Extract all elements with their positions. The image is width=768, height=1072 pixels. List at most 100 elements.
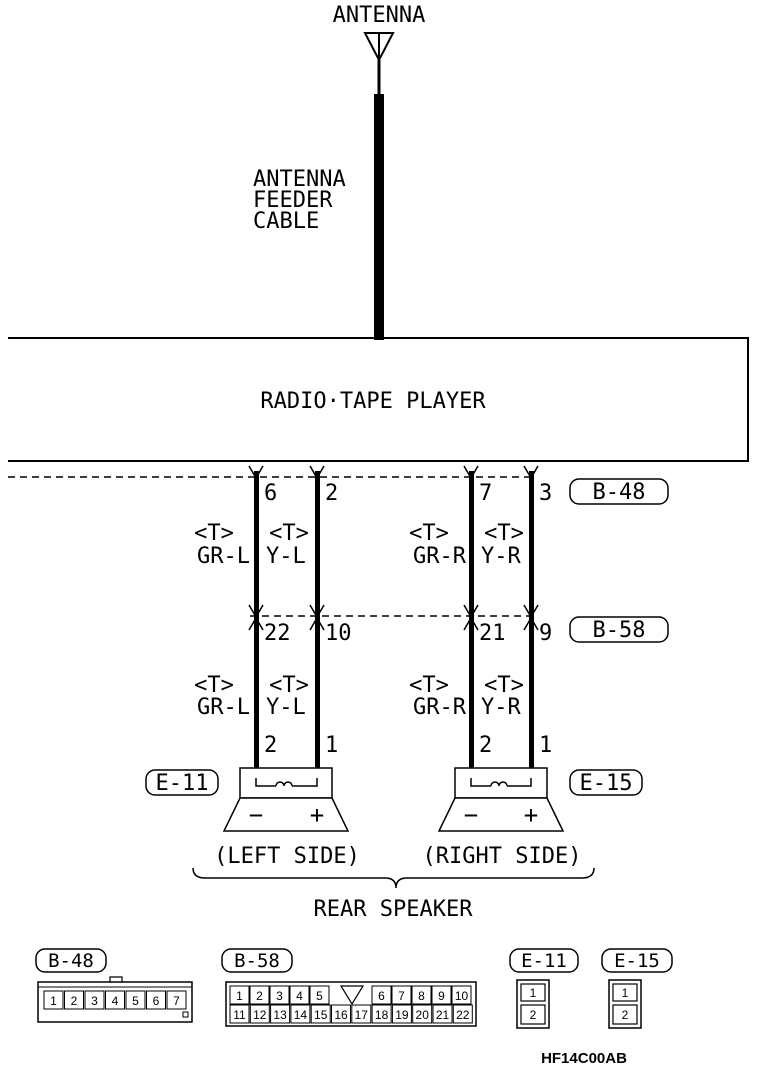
- b58-cell-15-box: [310, 1004, 331, 1024]
- b58-cell-11: 11: [233, 1008, 246, 1022]
- speaker-right-plus: +: [524, 801, 538, 829]
- badge-e11: E-11: [145, 769, 219, 796]
- badge-e15-label: E-15: [580, 771, 633, 796]
- pin-b48-right-pos: 3: [539, 481, 552, 506]
- b58-cell-18-box: [371, 1004, 392, 1024]
- cable-label-line3: CABLE: [253, 209, 319, 234]
- tag-lower-left-pos: <T>: [269, 673, 309, 698]
- b58-cell-11-box: [229, 1004, 250, 1024]
- tag-upper-right-neg: <T>: [409, 521, 449, 546]
- b48-cell-1: 1: [50, 994, 57, 1008]
- b48-cell-2-box: [64, 990, 84, 1010]
- pin-e15-pos: 1: [539, 733, 552, 758]
- b58-cell-2-box: [249, 985, 270, 1005]
- color-upper-right-neg: GR-R: [413, 544, 467, 569]
- b58-cell-7-box: [391, 985, 412, 1005]
- speaker-left-plus: +: [310, 801, 324, 829]
- b58-cell-4: 4: [296, 989, 303, 1003]
- b58-cell-8-box: [411, 985, 432, 1005]
- b48-cell-3-box: [84, 990, 105, 1010]
- b58-cell-15: 15: [314, 1008, 328, 1022]
- face-badge-b48-label: B-48: [48, 950, 94, 972]
- b48-connector-face: [37, 976, 193, 1023]
- color-lower-left-neg: GR-L: [197, 695, 250, 720]
- figure-code: HF14C00AB: [541, 1050, 627, 1067]
- rear-speaker-label: REAR SPEAKER: [314, 897, 474, 922]
- color-upper-left-neg: GR-L: [197, 544, 250, 569]
- speaker-left-icon: [222, 767, 350, 832]
- pin-b58-left-neg: 22: [264, 621, 291, 646]
- tag-upper-left-neg: <T>: [194, 521, 234, 546]
- b58-cell-3: 3: [276, 989, 283, 1003]
- b58-cell-22: 22: [456, 1008, 470, 1022]
- b58-cell-19-box: [391, 1004, 412, 1024]
- tag-upper-left-pos: <T>: [269, 521, 309, 546]
- b58-cell-21: 21: [436, 1008, 450, 1022]
- e15-connector-face: [608, 979, 642, 1029]
- face-badge-e15-label: E-15: [614, 950, 660, 972]
- b48-cell-7-box: [166, 990, 187, 1010]
- b58-cell-1-box: [229, 985, 250, 1005]
- pin-b58-left-pos: 10: [325, 621, 352, 646]
- b58-cell-16: 16: [334, 1008, 348, 1022]
- pin-b58-right-pos: 9: [539, 621, 552, 646]
- antenna-feeder-cable: [374, 94, 384, 340]
- face-badge-b58: B-58: [221, 948, 293, 973]
- b58-cell-10: 10: [455, 989, 469, 1003]
- badge-b48-label: B-48: [593, 480, 646, 505]
- antenna-label: ANTENNA: [333, 3, 426, 28]
- b58-cell-12-box: [249, 1004, 270, 1024]
- e15-cell-1: 1: [622, 986, 629, 1000]
- pin-b48-left-pos: 2: [325, 481, 338, 506]
- face-badge-b48: B-48: [35, 948, 107, 973]
- right-side-label: (RIGHT SIDE): [423, 844, 582, 869]
- b58-cell-7: 7: [398, 989, 405, 1003]
- wire-right-neg: [463, 465, 479, 781]
- b58-cell-9: 9: [438, 989, 445, 1003]
- cable-label-line2: FEEDER: [253, 188, 333, 213]
- b58-cell-20-box: [412, 1004, 433, 1024]
- b58-cell-16-box: [331, 1004, 351, 1024]
- radio-label: RADIO·TAPE PLAYER: [260, 389, 486, 414]
- color-lower-right-neg: GR-R: [413, 695, 467, 720]
- face-badge-b58-label: B-58: [234, 950, 280, 972]
- b58-cell-14-box: [290, 1004, 311, 1024]
- b58-cell-3-box: [269, 985, 290, 1005]
- face-badge-e15: E-15: [601, 948, 673, 973]
- pin-e11-neg: 2: [264, 733, 277, 758]
- e15-cell-2: 2: [622, 1008, 629, 1022]
- b58-cell-17: 17: [355, 1008, 369, 1022]
- badge-e11-label: E-11: [156, 771, 209, 796]
- e11-cell-2: 2: [530, 1008, 537, 1022]
- b58-cell-1: 1: [236, 989, 243, 1003]
- badge-b48: B-48: [569, 478, 669, 505]
- b48-cell-6: 6: [153, 994, 160, 1008]
- color-upper-right-pos: Y-R: [481, 544, 521, 569]
- b58-cell-13-box: [270, 1004, 291, 1024]
- rear-speaker-brace: [192, 867, 595, 889]
- antenna-icon: [363, 32, 395, 96]
- pin-e15-neg: 2: [479, 733, 492, 758]
- b58-cell-4-box: [289, 985, 310, 1005]
- b58-cell-22-box: [452, 1004, 473, 1024]
- b48-cell-4: 4: [112, 994, 119, 1008]
- b58-cell-12: 12: [253, 1008, 267, 1022]
- e11-cell-1: 1: [530, 986, 537, 1000]
- tag-lower-right-pos: <T>: [484, 673, 524, 698]
- b58-cell-5-box: [309, 985, 330, 1005]
- b58-cell-13: 13: [273, 1008, 287, 1022]
- pin-b48-right-neg: 7: [479, 481, 492, 506]
- b58-cell-2: 2: [256, 989, 263, 1003]
- b48-cell-4-box: [105, 990, 125, 1010]
- color-lower-left-pos: Y-L: [266, 695, 306, 720]
- tag-upper-right-pos: <T>: [484, 521, 524, 546]
- wire-right-pos: [523, 465, 539, 781]
- pin-b48-left-neg: 6: [264, 481, 277, 506]
- face-badge-e11-label: E-11: [521, 950, 567, 972]
- tag-lower-left-neg: <T>: [194, 673, 234, 698]
- b58-cell-19: 19: [395, 1008, 409, 1022]
- b58-cell-21-box: [432, 1004, 453, 1024]
- pin-b58-right-neg: 21: [479, 621, 506, 646]
- speaker-right-icon: [437, 767, 565, 832]
